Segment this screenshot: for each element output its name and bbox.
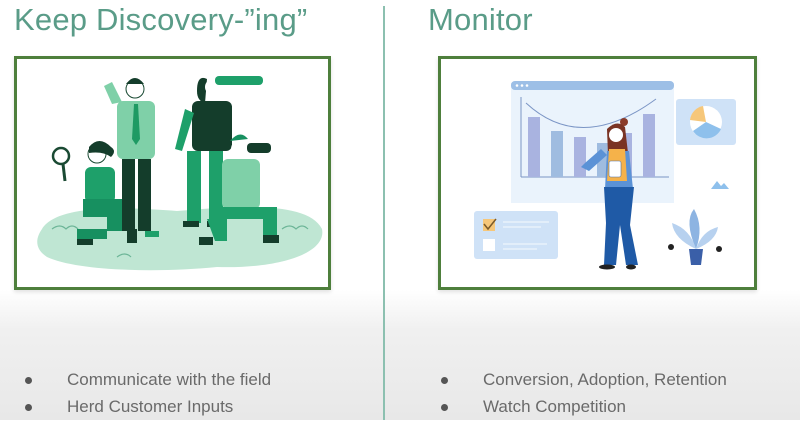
bullet-dot-icon [441, 377, 448, 384]
analytics-chart-illustration-icon [474, 81, 736, 270]
section-title-monitor: Monitor [428, 2, 533, 37]
analytics-dashboard-illustration [438, 56, 757, 290]
vertical-divider [383, 6, 385, 420]
section-title-keep-discovering: Keep Discovery-”ing” [14, 2, 308, 37]
bullet-dot-icon [25, 404, 32, 411]
bullet-dot-icon [441, 404, 448, 411]
explorers-illustration-icon [37, 76, 323, 271]
team-exploring-illustration [14, 56, 331, 290]
bullet-dot-icon [25, 377, 32, 384]
